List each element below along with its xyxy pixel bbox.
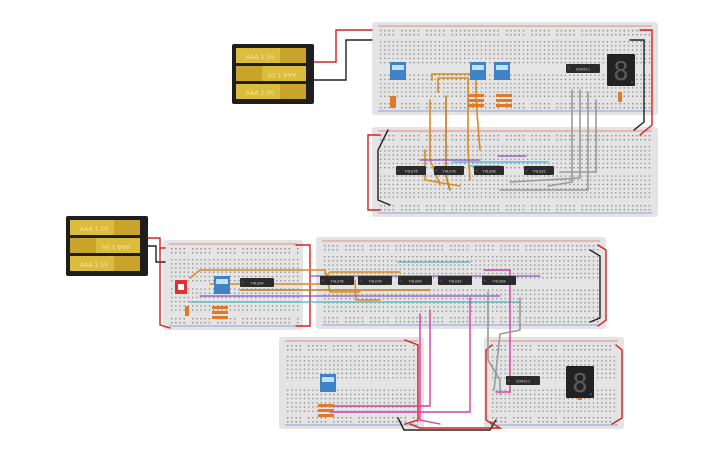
- seven-segment-display: 8: [607, 54, 635, 87]
- dip-switch[interactable]: [390, 62, 406, 80]
- hole-grid: [322, 240, 600, 326]
- ic-chip[interactable]: 74LS76: [320, 276, 354, 285]
- chip-label: 74LS04: [250, 281, 264, 285]
- ic-chip[interactable]: 74LS32: [438, 276, 472, 285]
- battery-pack-mid[interactable]: AAA 1.5V AAA 1.5V AAA 1.5V: [66, 216, 148, 276]
- battery-cell: AAA 1.5V: [236, 48, 306, 63]
- ic-chip[interactable]: 74LS08: [398, 276, 432, 285]
- ic-chip[interactable]: 74LS76: [358, 276, 392, 285]
- chip-label: 74LS08: [482, 169, 496, 173]
- breadboard-bottom-left[interactable]: [279, 337, 424, 429]
- breadboard-top-lower[interactable]: [372, 127, 658, 217]
- ic-chip[interactable]: 74LS08: [474, 166, 504, 175]
- battery-cell: AAA 1.5V: [70, 256, 140, 271]
- dip-switch[interactable]: [214, 276, 230, 294]
- battery-pack-top[interactable]: AAA 1.5V AAA 1.5V AAA 1.5V: [232, 44, 314, 104]
- chip-label: 74LS76: [330, 279, 344, 283]
- ic-chip[interactable]: CD4511: [566, 64, 600, 73]
- resistor-arrays: [185, 92, 622, 417]
- chip-label: CD4511: [576, 67, 590, 71]
- ic-chip[interactable]: CD4511: [506, 376, 540, 385]
- hole-grid: [285, 340, 419, 426]
- chip-label: 74LS76: [404, 169, 418, 173]
- dip-switches[interactable]: [214, 62, 510, 392]
- dip-switch[interactable]: [494, 62, 510, 80]
- battery-cell-flipped: AAA 1.5V: [70, 238, 140, 253]
- ic-chip[interactable]: 74LS04: [240, 278, 274, 287]
- battery-label: AAA 1.5V: [101, 243, 130, 250]
- breadboard-mid-left[interactable]: [163, 240, 303, 330]
- battery-label: AAA 1.5V: [246, 90, 275, 97]
- battery-label: AAA 1.5V: [246, 54, 275, 61]
- ic-chip[interactable]: 74LS76: [396, 166, 426, 175]
- ic-chip[interactable]: 74LS08: [482, 276, 516, 285]
- battery-cell-flipped: AAA 1.5V: [236, 66, 306, 81]
- seven-segment-display: 8: [566, 366, 594, 399]
- dip-switch[interactable]: [470, 62, 486, 80]
- display-digit: 8: [613, 57, 629, 87]
- chip-label: 74LS76: [442, 169, 456, 173]
- hole-grid: [378, 25, 652, 112]
- dip-switch[interactable]: [320, 374, 336, 392]
- ic-chips: CD4511 74LS76 74LS76 74LS08 74LS32 74LS04 74LS…: [240, 64, 600, 385]
- chip-label: CD4511: [516, 379, 530, 383]
- chip-label: 74LS08: [408, 279, 422, 283]
- breadboard-bottom-right[interactable]: [484, 337, 624, 429]
- seven-segment-displays: 88: [566, 54, 635, 399]
- battery-cell: AAA 1.5V: [236, 84, 306, 99]
- ic-chip[interactable]: 74LS32: [524, 166, 554, 175]
- chip-label: 74LS08: [492, 279, 506, 283]
- hole-grid: [169, 243, 299, 327]
- chip-label: 74LS32: [448, 279, 461, 283]
- chip-label: 74LS76: [368, 279, 382, 283]
- battery-label: AAA 1.5V: [267, 71, 296, 78]
- ic-chip[interactable]: 74LS76: [434, 166, 464, 175]
- display-digit: 8: [572, 369, 588, 399]
- battery-label: AAA 1.5V: [80, 262, 109, 269]
- push-button[interactable]: [175, 280, 187, 294]
- breadboard-holes: [169, 25, 652, 426]
- wires[interactable]: [147, 29, 653, 431]
- battery-label: AAA 1.5V: [80, 226, 109, 233]
- battery-cell: AAA 1.5V: [70, 220, 140, 235]
- chip-label: 74LS32: [532, 169, 545, 173]
